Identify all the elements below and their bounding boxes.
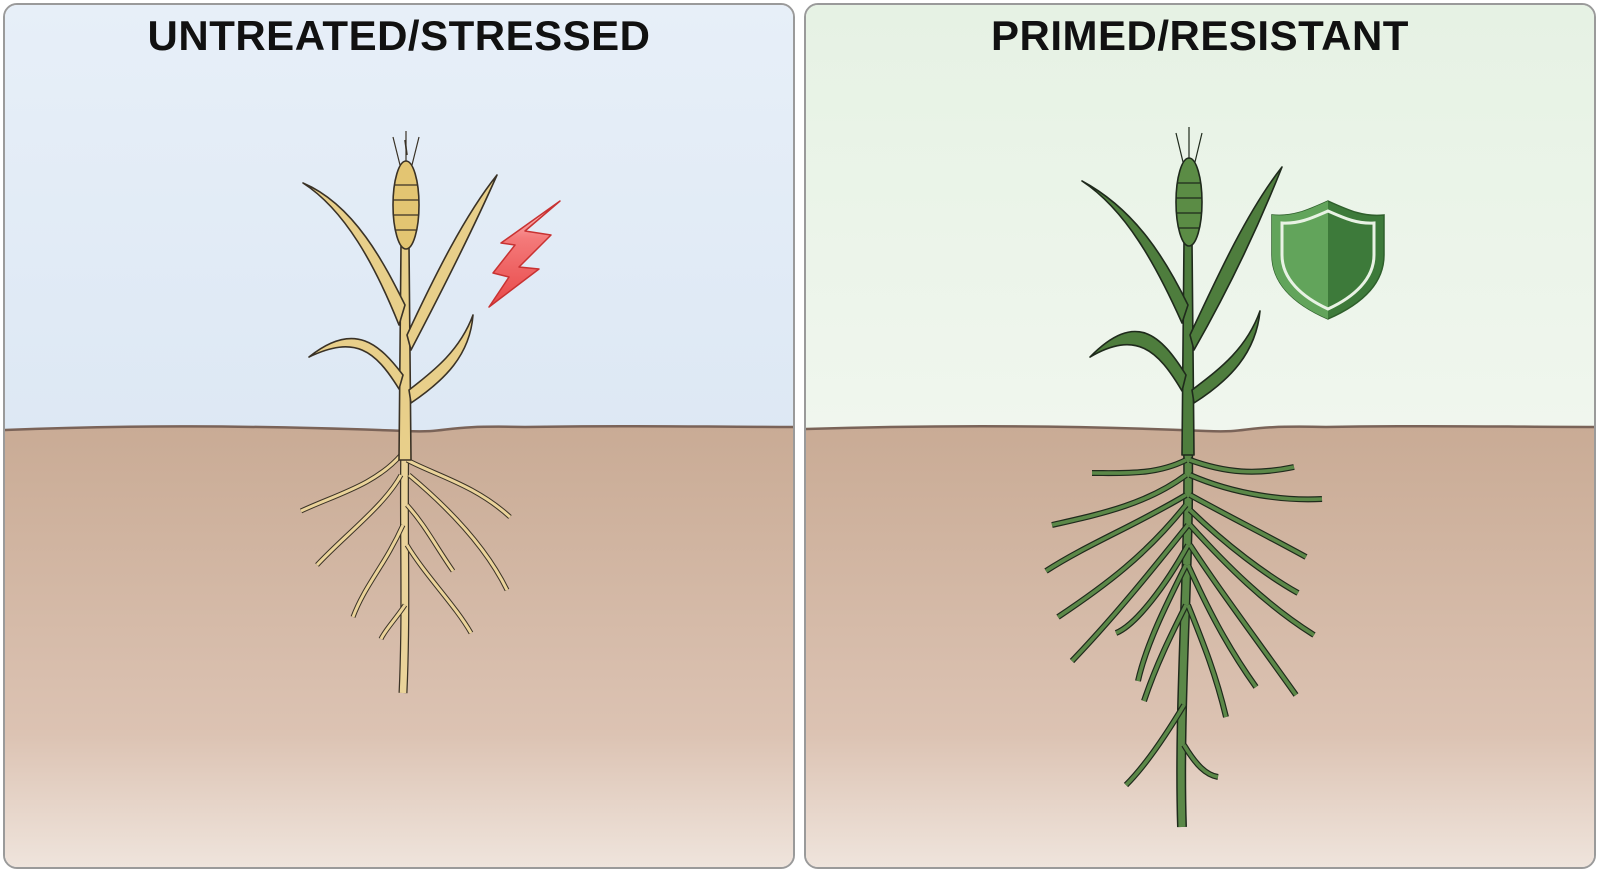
leaf — [408, 314, 474, 404]
soil-line — [806, 424, 1594, 433]
stressed-plant — [299, 131, 512, 694]
leaf — [1089, 330, 1187, 392]
primed-panel: PRIMED/RESISTANT — [804, 3, 1596, 869]
dense-roots — [1044, 444, 1323, 828]
wheat-head — [392, 131, 420, 250]
soil — [5, 426, 793, 867]
resistant-plant — [1044, 127, 1323, 828]
leaf — [1081, 180, 1189, 324]
sparse-roots — [299, 434, 512, 694]
leaf — [308, 337, 404, 390]
primed-title: PRIMED/RESISTANT — [991, 12, 1409, 59]
soil-line — [5, 424, 793, 433]
leaf — [1191, 310, 1261, 404]
leaf — [406, 174, 498, 351]
stem — [398, 244, 412, 461]
wheat-head — [1175, 127, 1203, 247]
leaf — [1189, 166, 1283, 351]
untreated-scene — [5, 5, 793, 867]
soil — [806, 426, 1594, 867]
untreated-title: UNTREATED/STRESSED — [147, 12, 651, 59]
primed-scene — [806, 5, 1594, 867]
shield-icon — [1271, 200, 1385, 320]
leaf — [302, 182, 406, 326]
lightning-bolt-icon — [488, 200, 561, 308]
stem — [1181, 240, 1195, 456]
untreated-panel: UNTREATED/STRESSED — [3, 3, 795, 869]
